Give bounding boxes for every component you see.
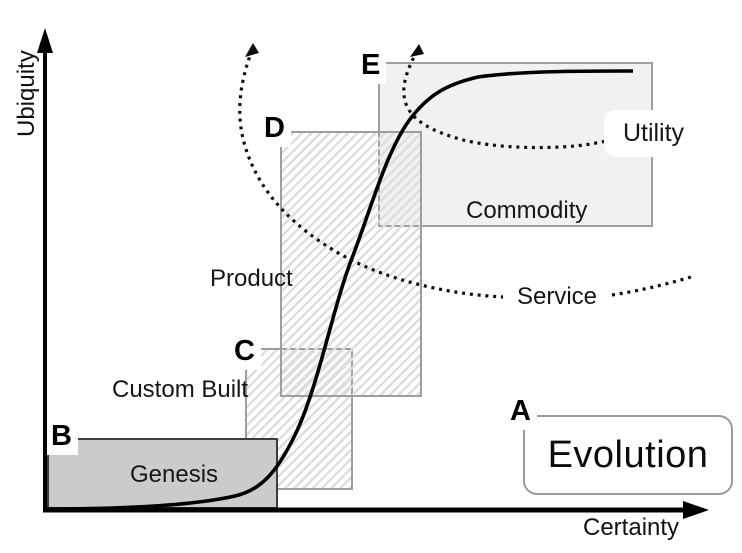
evolution-label: Evolution xyxy=(547,433,709,476)
marker-c: C xyxy=(230,335,261,370)
marker-d: D xyxy=(260,112,291,147)
custom-built-label: Custom Built xyxy=(112,376,249,403)
utility-pill: Utility xyxy=(604,110,703,157)
service-boundary-arrowhead xyxy=(245,43,259,57)
utility-label: Utility xyxy=(622,119,685,147)
marker-b: B xyxy=(47,420,78,455)
service-label: Service xyxy=(517,283,598,310)
x-axis-title: Certainty xyxy=(583,514,680,541)
genesis-label: Genesis xyxy=(130,461,219,488)
evolution-box: Evolution xyxy=(523,415,733,495)
product-box xyxy=(280,131,422,397)
service-boundary-dotted-right xyxy=(611,275,692,297)
y-axis-title: Ubiquity xyxy=(13,50,40,137)
marker-e: E xyxy=(357,49,387,84)
commodity-label: Commodity xyxy=(466,197,588,224)
x-axis-arrow-icon xyxy=(683,501,709,519)
marker-a: A xyxy=(506,395,537,430)
y-axis-arrow-icon xyxy=(37,28,53,53)
utility-boundary-arrowhead xyxy=(410,44,424,57)
product-label: Product xyxy=(210,265,293,292)
